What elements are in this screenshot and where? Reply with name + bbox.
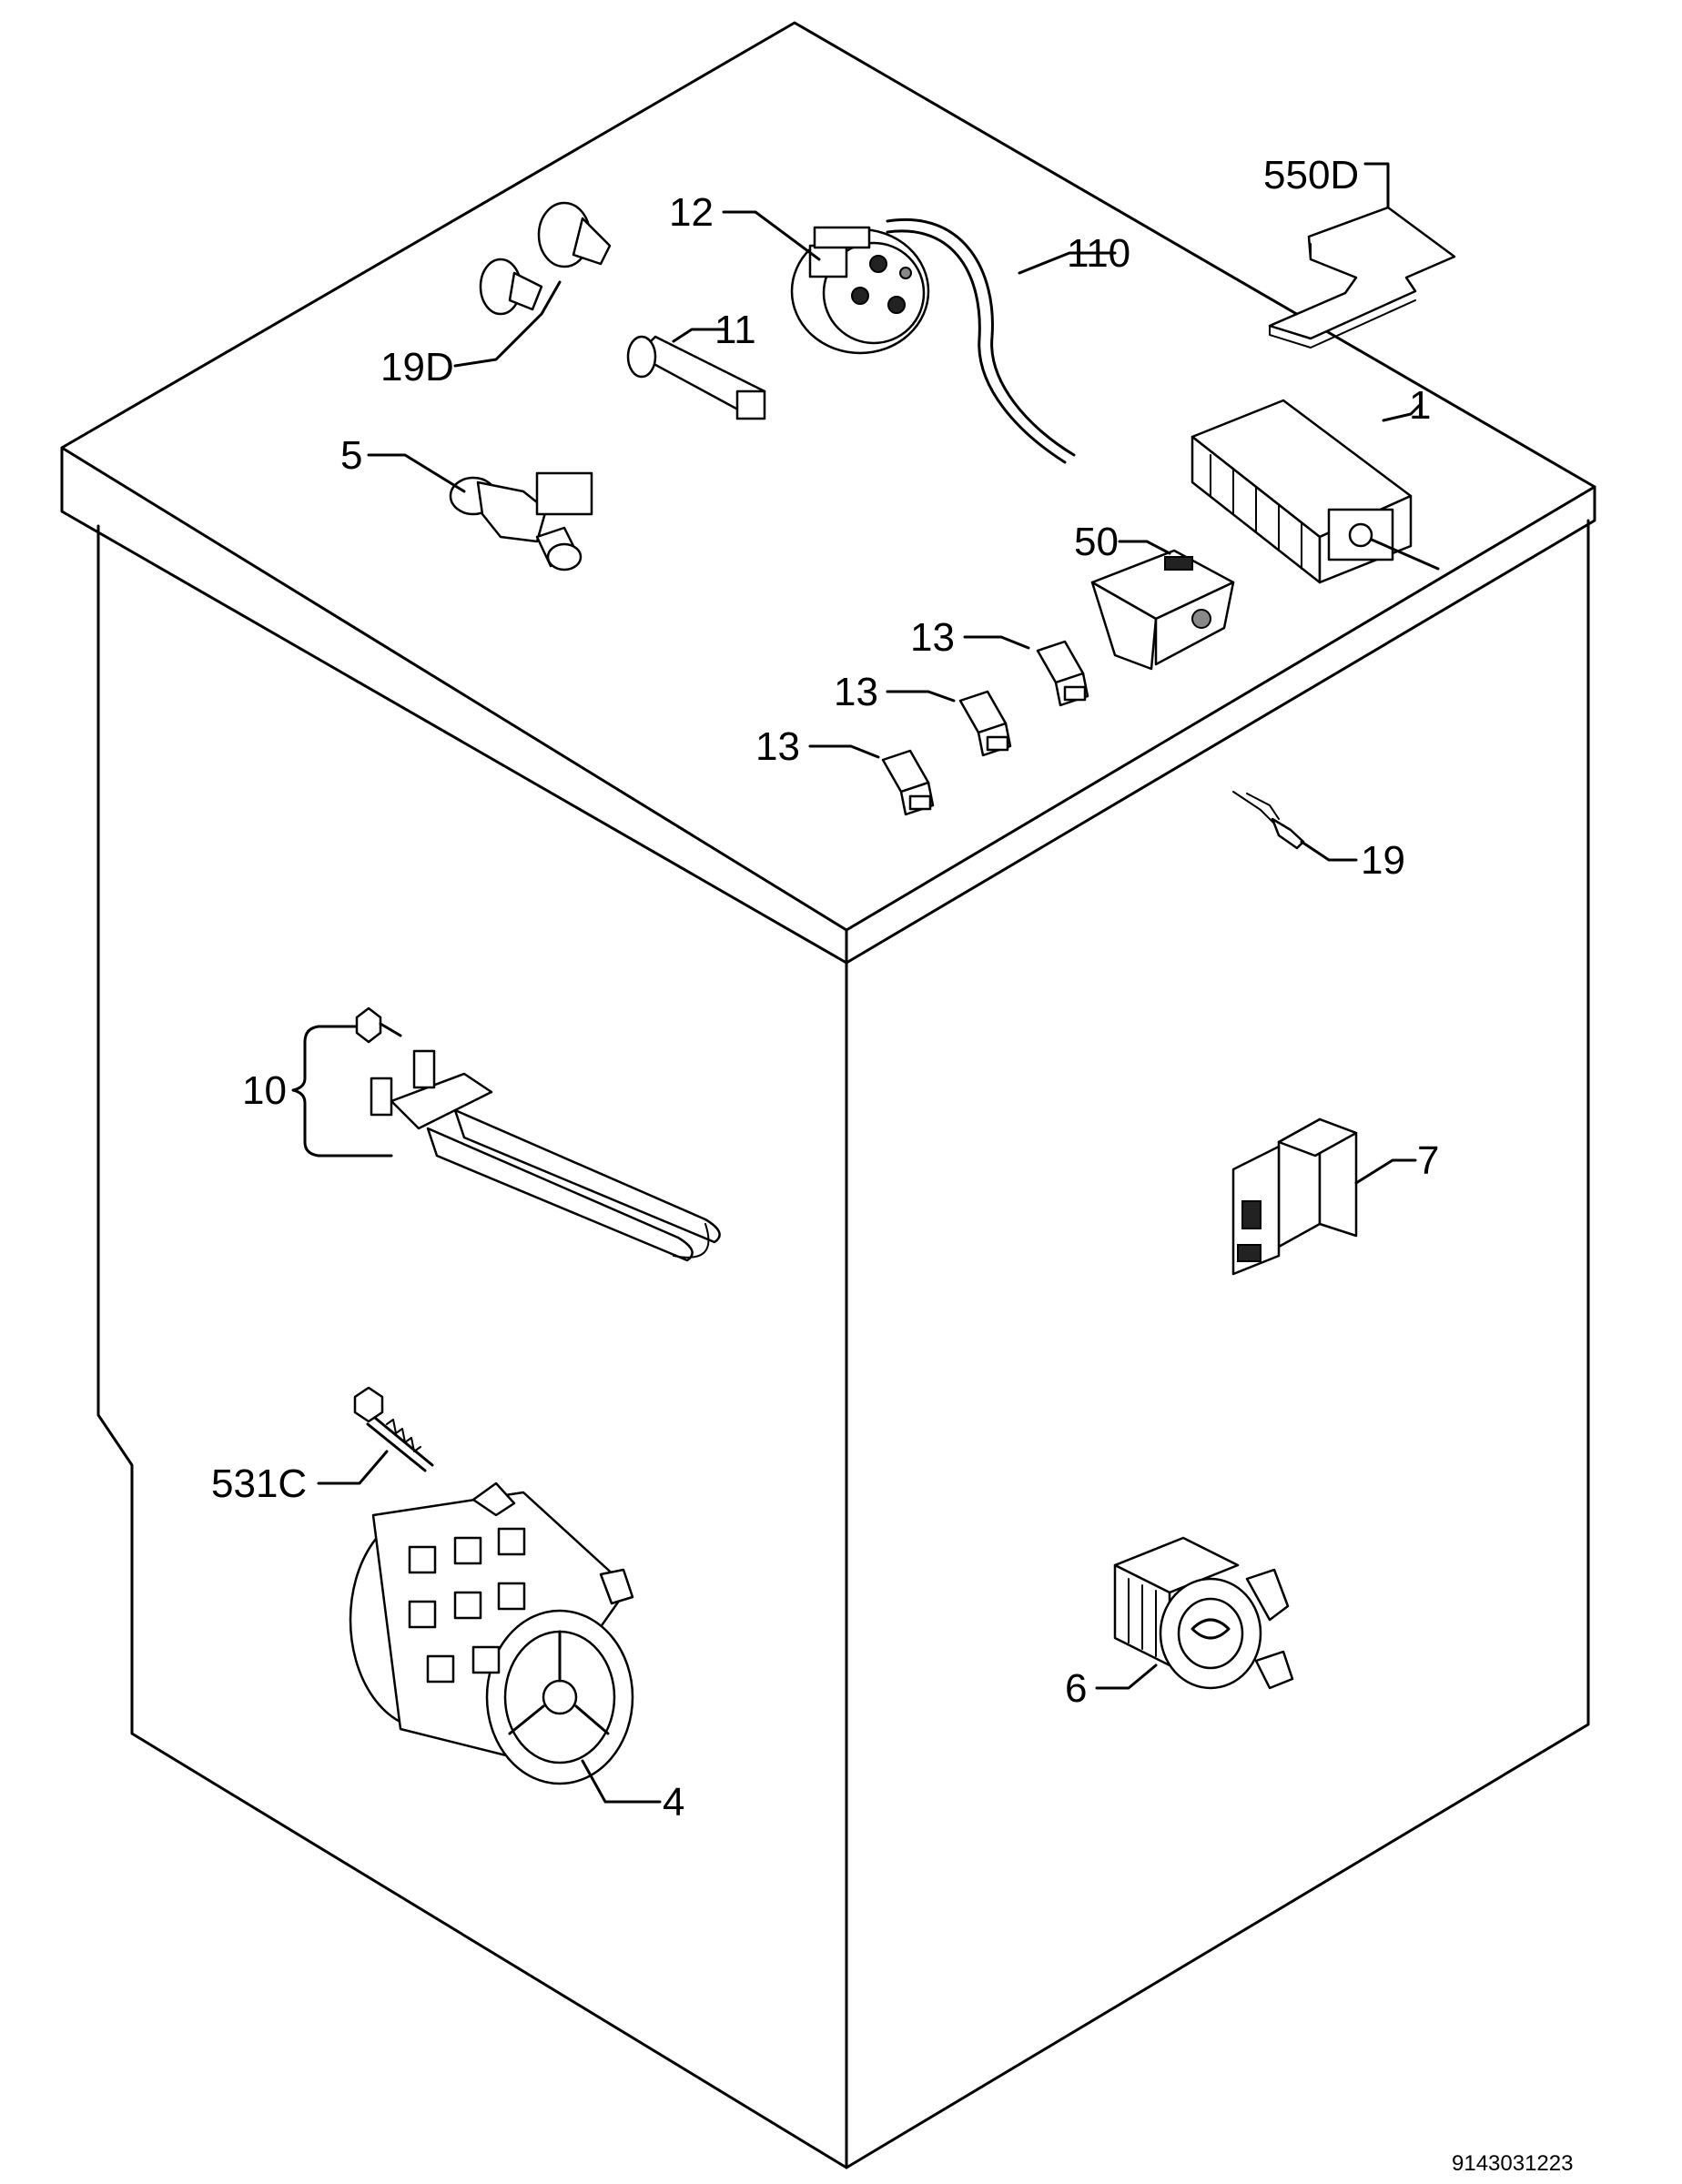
label-13-c: 13	[755, 724, 800, 769]
switch-50-part	[1090, 540, 1235, 671]
label-19: 19	[1361, 838, 1405, 883]
label-12: 12	[669, 190, 714, 235]
label-19D: 19D	[380, 345, 454, 389]
label-110: 110	[1067, 231, 1130, 276]
inlet-valve-5-part	[367, 453, 593, 571]
label-7: 7	[1417, 1138, 1439, 1183]
label-6: 6	[1065, 1666, 1087, 1711]
drawing-code: 9143031223	[1452, 2151, 1573, 2176]
heater-10-part	[291, 1006, 721, 1262]
label-5: 5	[340, 433, 362, 478]
label-13-b: 13	[834, 670, 878, 714]
pump-6-part	[1095, 1536, 1294, 1690]
screw-531C-part	[317, 1386, 434, 1485]
connector-19D-part	[453, 201, 612, 368]
label-13-a: 13	[910, 615, 955, 660]
connector-13-b-part	[886, 690, 1012, 757]
connector-13-c-part	[808, 744, 935, 816]
label-11: 11	[714, 308, 756, 352]
cabinet-outline	[60, 21, 1596, 2169]
label-10: 10	[242, 1068, 287, 1113]
motor-4-part	[349, 1481, 662, 1804]
label-4: 4	[663, 1780, 684, 1825]
label-1: 1	[1409, 383, 1431, 428]
capacitor-11-part	[626, 328, 766, 420]
timer-1-part	[1191, 399, 1440, 584]
label-531C: 531C	[211, 1461, 307, 1506]
pressure-switch-12-part	[722, 210, 930, 355]
label-50: 50	[1074, 520, 1119, 564]
part-labels: 550D 12 110 19D 11 1 5 50 13 13 13 19 10…	[211, 153, 1439, 1825]
bracket-550D-part	[1268, 162, 1456, 349]
door-lock-7-part	[1231, 1117, 1417, 1276]
label-550D: 550D	[1263, 153, 1359, 197]
sensor-19-part	[1232, 791, 1358, 862]
hose-110-part	[886, 218, 1117, 464]
connector-13-a-part	[963, 635, 1089, 707]
